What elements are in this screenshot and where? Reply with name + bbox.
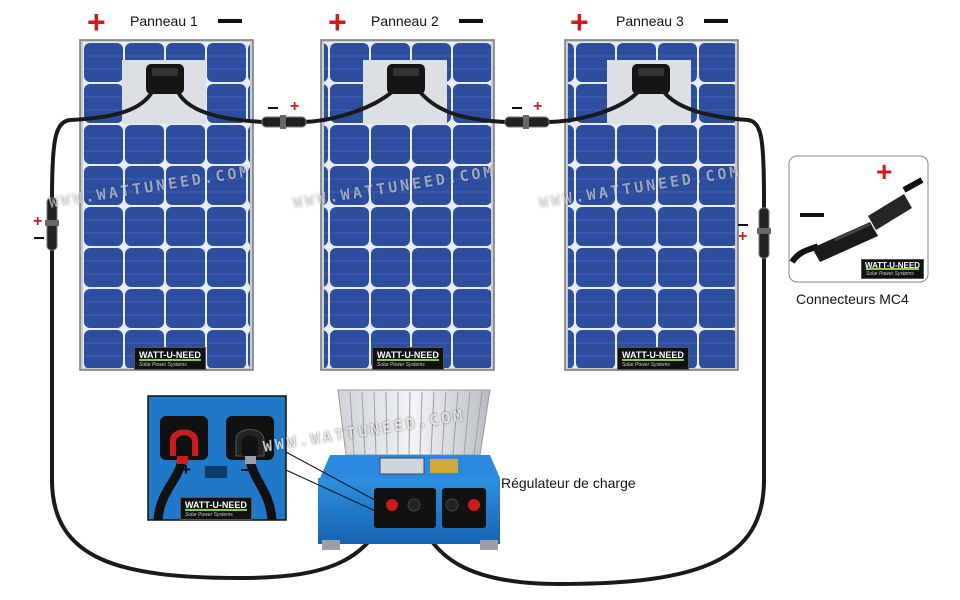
inset-brand-plate: WATT-U-NEED Solar Power Systems xyxy=(180,497,252,520)
inset-plus-label: + xyxy=(181,460,191,479)
panel-2-minus-sign xyxy=(459,19,483,23)
panel-2-brand-tagline: Solar Power Systems xyxy=(377,362,425,368)
mc4-connector-label: Connecteurs MC4 xyxy=(796,291,909,307)
left-connector-minus xyxy=(34,237,44,239)
regulator-label: Régulateur de charge xyxy=(501,475,636,491)
panel-1-brand-plate: WATT-U-NEED Solar Power Systems xyxy=(134,347,206,370)
mc4-connector-left xyxy=(45,197,59,251)
solar-panel-3 xyxy=(564,39,739,371)
solar-panel-1 xyxy=(79,39,254,371)
panel-2-label: Panneau 2 xyxy=(371,13,439,29)
connector-2-3-plus: + xyxy=(533,98,543,115)
mc4-brand-tagline: Solar Power Systems xyxy=(866,271,914,277)
panel-3-brand-text: WATT-U-NEED xyxy=(622,350,684,360)
connector-1-2-plus: + xyxy=(290,98,300,115)
panel-3-label: Panneau 3 xyxy=(616,13,684,29)
panel-1-plus-sign: + xyxy=(87,4,106,40)
panel-3-brand-plate: WATT-U-NEED Solar Power Systems xyxy=(617,347,689,370)
panel-1-minus-sign xyxy=(218,19,242,23)
mc4-connector-callout xyxy=(788,155,929,283)
panel-2-plus-sign: + xyxy=(328,4,347,40)
mc4-connector-1-2 xyxy=(261,115,307,129)
panel-2-brand-plate: WATT-U-NEED Solar Power Systems xyxy=(372,347,444,370)
inset-brand-text: WATT-U-NEED xyxy=(185,500,247,510)
inset-brand-tagline: Solar Power Systems xyxy=(185,512,233,518)
inset-minus-label xyxy=(241,469,251,471)
panel-3-brand-tagline: Solar Power Systems xyxy=(622,362,670,368)
junction-box-2 xyxy=(387,64,425,94)
panel-3-minus-sign xyxy=(704,19,728,23)
junction-box-1 xyxy=(146,64,184,94)
solar-panel-2 xyxy=(320,39,495,371)
mc4-connector-2-3 xyxy=(504,115,550,129)
panel-1-label: Panneau 1 xyxy=(130,13,198,29)
panel-1-brand-tagline: Solar Power Systems xyxy=(139,362,187,368)
mc4-brand-text: WATT-U-NEED xyxy=(865,261,920,270)
panel-3-plus-sign: + xyxy=(570,4,589,40)
positive-cable xyxy=(50,90,392,581)
connector-2-3-minus xyxy=(512,107,522,109)
panel-2-brand-text: WATT-U-NEED xyxy=(377,350,439,360)
connector-1-2-minus xyxy=(268,107,278,109)
mc4-plus-sign: + xyxy=(876,156,893,187)
terminal-zoom-inset xyxy=(147,395,385,521)
negative-cable xyxy=(412,90,766,587)
mc4-minus-sign xyxy=(800,213,824,217)
right-connector-plus: + xyxy=(738,228,748,245)
junction-box-3 xyxy=(632,64,670,94)
left-connector-plus: + xyxy=(33,213,43,230)
panel-1-brand-text: WATT-U-NEED xyxy=(139,350,201,360)
charge-regulator xyxy=(318,389,500,550)
right-connector-minus xyxy=(738,224,748,226)
mc4-connector-right xyxy=(757,207,771,259)
